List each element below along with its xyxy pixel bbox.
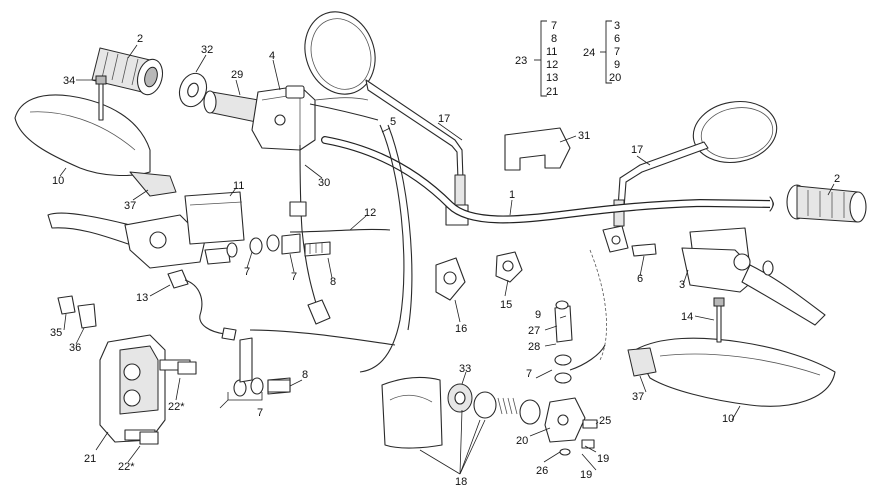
left-mirror — [304, 11, 469, 226]
kit-23-item: 8 — [551, 33, 557, 45]
callout-7-b: 7 — [291, 271, 297, 283]
right-brake-master — [681, 227, 826, 326]
switch-15 — [495, 251, 523, 283]
right-brake-fittings — [554, 225, 657, 384]
right-grip — [786, 184, 867, 223]
cables — [249, 97, 607, 373]
callout-18: 18 — [455, 476, 467, 488]
kit-24-item: 3 — [614, 20, 620, 32]
callout-7-c: 7 — [526, 368, 532, 380]
callout-11: 11 — [233, 180, 244, 192]
callout-22-a: 22* — [168, 401, 185, 413]
right-mirror — [613, 101, 778, 227]
callout-22-b: 22* — [118, 461, 135, 473]
kit-23-item: 12 — [546, 59, 558, 71]
callout-13: 13 — [136, 292, 148, 304]
callout-15: 15 — [500, 299, 512, 311]
callout-1: 1 — [509, 189, 515, 201]
callout-7-a: 7 — [244, 266, 250, 278]
callout-5: 5 — [390, 116, 396, 128]
left-brake-master — [47, 191, 245, 269]
callout-19-b: 19 — [580, 469, 592, 481]
bolts — [139, 361, 291, 445]
kit-24: 24 3 6 7 9 20 — [583, 20, 621, 84]
kit-24-label: 24 — [583, 47, 595, 59]
callout-10-left: 10 — [52, 175, 64, 187]
callout-labels: 1 2 2 3 4 5 6 7 7 7 7 8 8 9 10 10 11 12 … — [50, 33, 840, 488]
washer-32 — [178, 72, 208, 108]
callout-20: 20 — [516, 435, 528, 447]
callout-28: 28 — [528, 341, 540, 353]
throttle-housing — [251, 85, 316, 151]
clip-35 — [57, 295, 76, 315]
callout-7-d: 7 — [257, 407, 263, 419]
handlebar-clamp-cover — [504, 127, 571, 171]
callout-2-left: 2 — [137, 33, 143, 45]
kit-23-item: 11 — [546, 46, 557, 58]
callout-16: 16 — [455, 323, 467, 335]
kit-24-item: 7 — [614, 46, 620, 58]
leader-lines — [59, 44, 835, 475]
kit-23: 23 7 8 11 12 13 21 — [515, 20, 558, 98]
connectors — [167, 201, 331, 341]
kit-24-item: 6 — [614, 33, 620, 45]
callout-37-right: 37 — [632, 391, 644, 403]
callout-2-right: 2 — [834, 173, 840, 185]
callout-31: 31 — [578, 130, 590, 142]
callout-35: 35 — [50, 327, 62, 339]
clip-36 — [77, 303, 97, 329]
kit-23-item: 7 — [551, 20, 557, 32]
callout-10-right: 10 — [722, 413, 734, 425]
callout-33: 33 — [459, 363, 471, 375]
callout-32: 32 — [201, 44, 213, 56]
bolt-14 — [713, 297, 725, 343]
kit-brackets — [534, 20, 612, 97]
kit-24-item: 9 — [614, 59, 620, 71]
kit-23-item: 13 — [546, 72, 558, 84]
callout-26: 26 — [536, 465, 548, 477]
callout-14: 14 — [681, 311, 693, 323]
right-handguard — [627, 337, 836, 407]
callout-17-right: 17 — [631, 144, 643, 156]
callout-6: 6 — [637, 273, 643, 285]
callout-17-left: 17 — [438, 113, 450, 125]
callout-36: 36 — [69, 342, 81, 354]
kit-24-item: 20 — [609, 72, 621, 84]
piston-kit — [447, 383, 598, 456]
kit-23-label: 23 — [515, 55, 527, 67]
clamp-16 — [435, 257, 466, 301]
kit-23-item: 21 — [546, 86, 558, 98]
callout-21: 21 — [84, 453, 96, 465]
callout-25: 25 — [599, 415, 611, 427]
callout-37-left: 37 — [124, 200, 136, 212]
brake-caliper — [99, 334, 191, 443]
callout-27: 27 — [528, 325, 540, 337]
callout-30: 30 — [318, 177, 330, 189]
left-handguard — [14, 94, 177, 197]
callout-29: 29 — [231, 69, 243, 81]
callout-8-a: 8 — [330, 276, 336, 288]
callout-8-b: 8 — [302, 369, 308, 381]
handlebar — [321, 136, 774, 224]
callout-19-a: 19 — [597, 453, 609, 465]
callout-34: 34 — [63, 75, 75, 87]
repair-bag — [381, 376, 443, 449]
callout-3: 3 — [679, 279, 685, 291]
callout-9: 9 — [535, 309, 541, 321]
callout-12: 12 — [364, 207, 376, 219]
callout-4: 4 — [269, 50, 275, 62]
